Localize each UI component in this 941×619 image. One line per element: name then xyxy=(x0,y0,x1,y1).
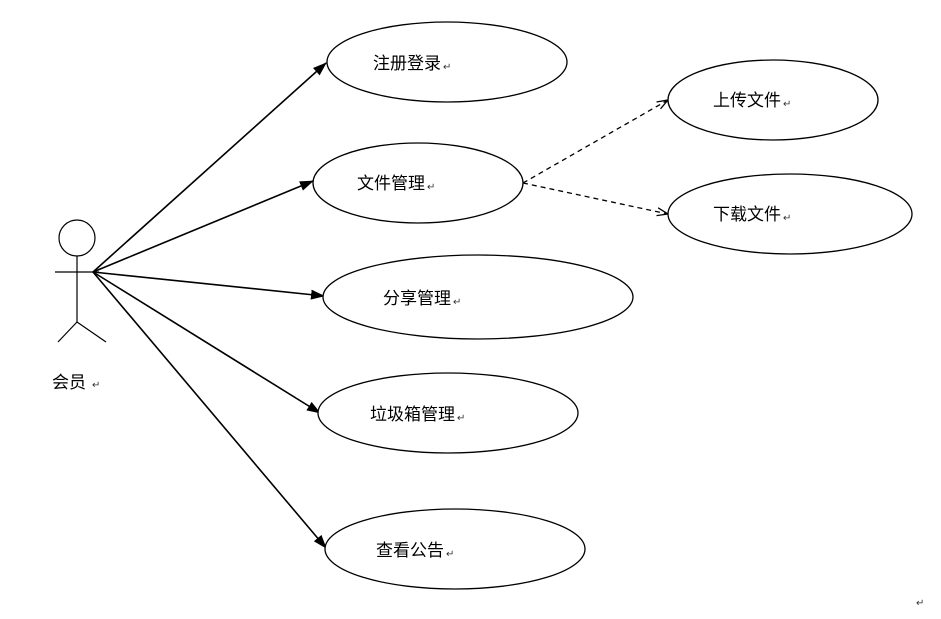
actor-left-leg xyxy=(57,321,78,343)
label-view-announcements: 查看公告 xyxy=(376,541,444,561)
label-file-management: 文件管理 xyxy=(357,174,425,194)
include-upload-file xyxy=(522,100,668,184)
association-lines xyxy=(92,62,327,549)
association-view-announcements xyxy=(92,271,327,549)
paragraph-mark: ↵ xyxy=(783,213,791,224)
usecase-download-file[interactable] xyxy=(667,173,913,255)
usecase-share-management[interactable] xyxy=(322,254,634,340)
paragraph-mark: ↵ xyxy=(783,99,791,110)
paragraph-mark: ↵ xyxy=(446,549,454,560)
usecase-view-announcements[interactable] xyxy=(324,508,586,590)
usecase-register-login[interactable] xyxy=(326,21,568,103)
paragraph-mark: ↵ xyxy=(453,297,461,308)
paragraph-mark: ↵ xyxy=(916,598,924,609)
include-download-file xyxy=(522,182,668,214)
usecase-upload-file[interactable] xyxy=(667,59,879,141)
association-trash-management xyxy=(92,271,321,414)
actor-head xyxy=(58,219,96,257)
label-trash-management: 垃圾箱管理 xyxy=(370,405,455,425)
paragraph-mark: ↵ xyxy=(443,62,451,73)
label-register-login: 注册登录 xyxy=(373,54,441,74)
paragraph-mark: ↵ xyxy=(92,380,100,391)
actor-right-leg xyxy=(76,321,107,343)
actor-label: 会员 xyxy=(52,373,86,393)
association-share-management xyxy=(92,271,325,300)
paragraph-mark: ↵ xyxy=(427,182,435,193)
usecase-file-management[interactable] xyxy=(312,142,524,224)
paragraph-mark: ↵ xyxy=(457,413,465,424)
label-share-management: 分享管理 xyxy=(383,289,451,309)
label-upload-file: 上传文件 xyxy=(713,91,781,111)
association-file-management xyxy=(92,180,314,273)
label-download-file: 下载文件 xyxy=(713,205,781,225)
association-register-login xyxy=(92,62,327,273)
usecase-trash-management[interactable] xyxy=(317,372,579,454)
include-lines xyxy=(522,100,668,214)
actor-figure xyxy=(55,219,107,343)
